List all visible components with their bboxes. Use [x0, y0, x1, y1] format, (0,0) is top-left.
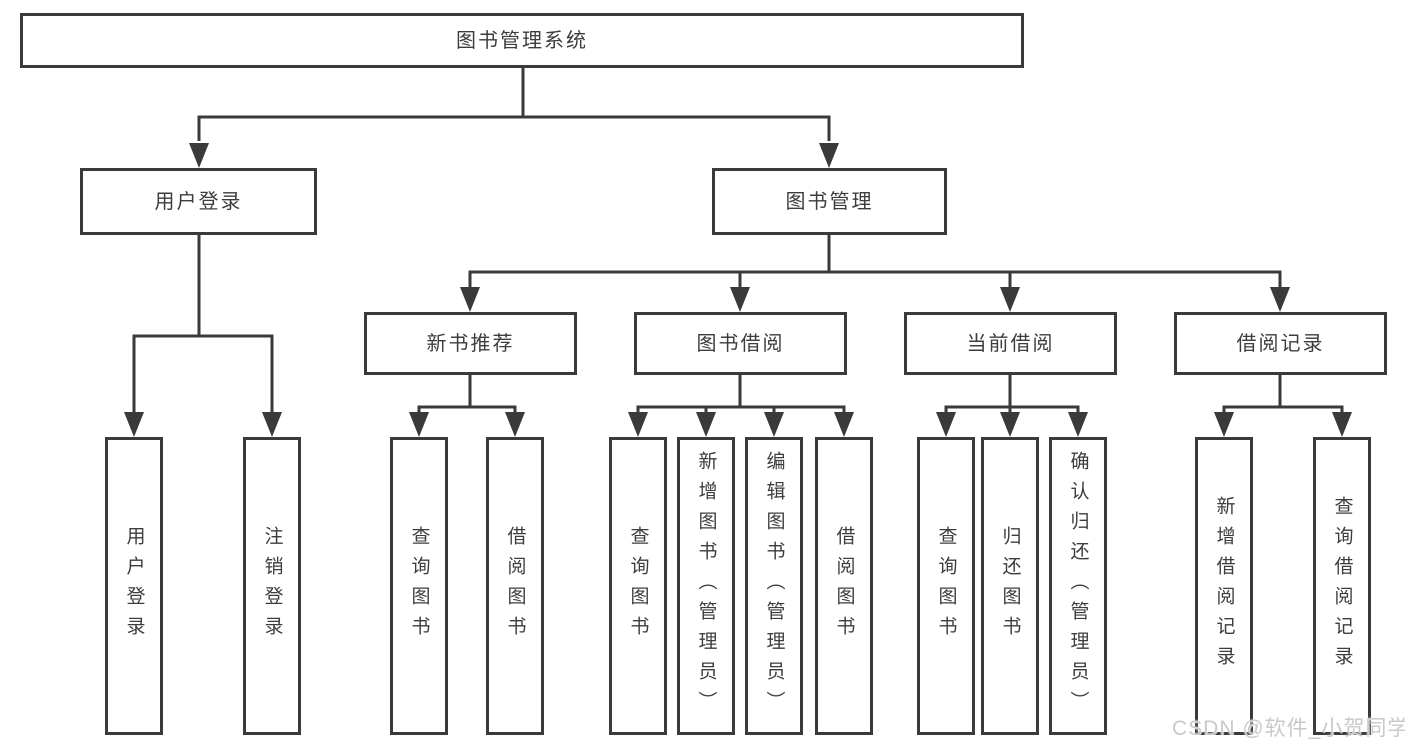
arrowhead-leaf-add-record [1214, 412, 1234, 437]
arrowhead-current-borrowing [1000, 287, 1020, 312]
connector-current-borrowing-children [944, 375, 1080, 412]
leaf-user-login-label: 用户登录 [123, 526, 145, 646]
arrowhead-leaf-query-book-3 [936, 412, 956, 437]
connector-book-borrowing-children [636, 375, 846, 412]
leaf-confirm-return-admin: 确认归还（管理员） [1049, 437, 1107, 735]
connector-book-management-children [468, 235, 1282, 287]
arrowhead-leaf-query-book-2 [628, 412, 648, 437]
node-root-system-label: 图书管理系统 [456, 29, 588, 52]
arrowhead-new-book-recommendation [460, 287, 480, 312]
connector-root-to-level2 [197, 68, 831, 141]
leaf-confirm-return-admin-label: 确认归还（管理员） [1067, 451, 1089, 721]
leaf-query-book-recommendation-label: 查询图书 [408, 526, 430, 646]
leaf-edit-book-admin-label: 编辑图书（管理员） [763, 451, 785, 721]
arrowhead-leaf-return-book [1000, 412, 1020, 437]
leaf-return-book-label: 归还图书 [999, 526, 1021, 646]
leaf-query-book-borrowing-label: 查询图书 [627, 526, 649, 646]
node-book-management-label: 图书管理 [785, 190, 874, 213]
leaf-logout-label: 注销登录 [261, 526, 283, 646]
node-new-book-recommendation-label: 新书推荐 [426, 332, 515, 355]
node-book-borrowing-label: 图书借阅 [696, 332, 785, 355]
node-book-management: 图书管理 [712, 168, 947, 235]
arrowhead-leaf-add-book [696, 412, 716, 437]
arrowhead-book-management [819, 143, 839, 168]
node-borrowing-records: 借阅记录 [1174, 312, 1387, 375]
arrowhead-leaf-user-login [124, 412, 144, 437]
leaf-query-borrow-record-label: 查询借阅记录 [1331, 496, 1353, 676]
node-user-login: 用户登录 [80, 168, 317, 235]
arrowhead-leaf-query-book-1 [409, 412, 429, 437]
leaf-borrow-book-label: 借阅图书 [833, 526, 855, 646]
leaf-add-borrow-record: 新增借阅记录 [1195, 437, 1253, 735]
node-borrowing-records-label: 借阅记录 [1236, 332, 1325, 355]
leaf-query-borrow-record: 查询借阅记录 [1313, 437, 1371, 735]
arrowhead-leaf-edit-book [764, 412, 784, 437]
node-current-borrowing: 当前借阅 [904, 312, 1117, 375]
node-user-login-label: 用户登录 [154, 190, 243, 213]
arrowhead-leaf-borrow-book-2 [834, 412, 854, 437]
leaf-add-book-admin: 新增图书（管理员） [677, 437, 735, 735]
connector-borrowing-records-children [1222, 375, 1344, 412]
leaf-query-book-current: 查询图书 [917, 437, 975, 735]
leaf-add-borrow-record-label: 新增借阅记录 [1213, 496, 1235, 676]
leaf-query-book-borrowing: 查询图书 [609, 437, 667, 735]
node-book-borrowing: 图书借阅 [634, 312, 847, 375]
leaf-borrow-book: 借阅图书 [815, 437, 873, 735]
connector-new-book-recommendation-children [417, 375, 517, 412]
leaf-query-book-recommendation: 查询图书 [390, 437, 448, 735]
node-new-book-recommendation: 新书推荐 [364, 312, 577, 375]
leaf-add-book-admin-label: 新增图书（管理员） [695, 451, 717, 721]
leaf-return-book: 归还图书 [981, 437, 1039, 735]
node-current-borrowing-label: 当前借阅 [966, 332, 1055, 355]
watermark: CSDN @软件_小贺同学 [1172, 717, 1405, 740]
leaf-logout: 注销登录 [243, 437, 301, 735]
leaf-borrow-book-recommendation-label: 借阅图书 [504, 526, 526, 646]
leaf-edit-book-admin: 编辑图书（管理员） [745, 437, 803, 735]
arrowhead-user-login [189, 143, 209, 168]
leaf-query-book-current-label: 查询图书 [935, 526, 957, 646]
arrowhead-leaf-borrow-book-1 [505, 412, 525, 437]
leaf-borrow-book-recommendation: 借阅图书 [486, 437, 544, 735]
arrowhead-leaf-confirm-return [1068, 412, 1088, 437]
arrowhead-borrowing-records [1270, 287, 1290, 312]
connector-user-login-children [132, 235, 274, 412]
node-root-system: 图书管理系统 [20, 13, 1024, 68]
arrowhead-leaf-logout [262, 412, 282, 437]
leaf-user-login: 用户登录 [105, 437, 163, 735]
arrowhead-book-borrowing [730, 287, 750, 312]
arrowhead-leaf-query-record [1332, 412, 1352, 437]
